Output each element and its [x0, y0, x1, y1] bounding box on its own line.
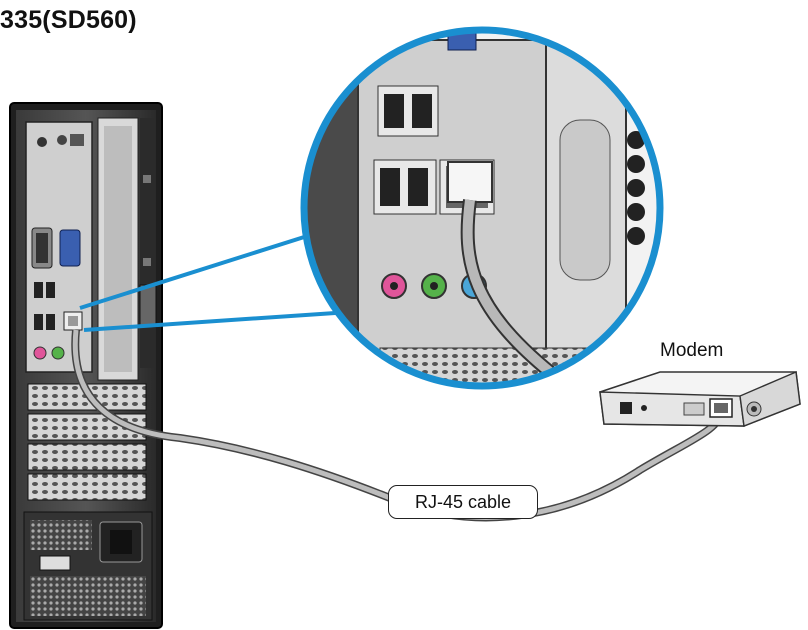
zoom-callout-icon — [79, 230, 351, 332]
zoom-circle-ring — [300, 26, 664, 390]
figure-title: 335(SD560) — [0, 6, 137, 34]
modem-icon — [599, 370, 801, 427]
modem-label: Modem — [660, 340, 724, 361]
desktop-tower-rear-icon — [9, 102, 163, 629]
cable-label: RJ-45 cable — [388, 485, 538, 519]
